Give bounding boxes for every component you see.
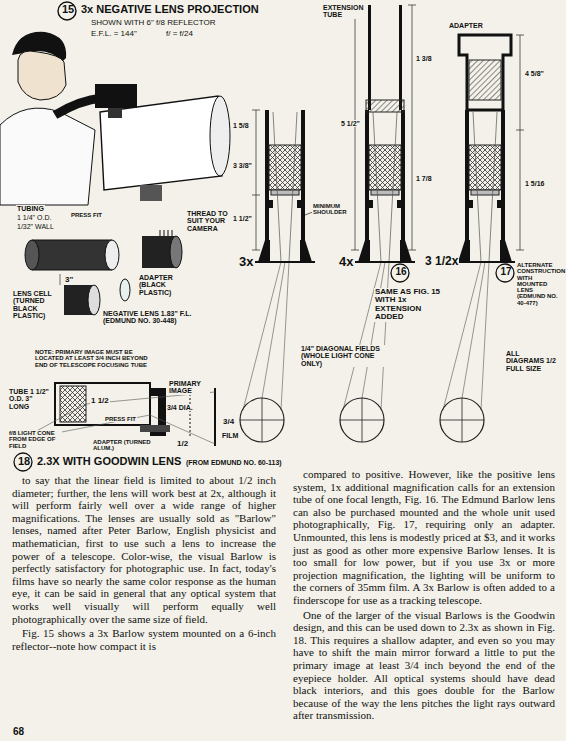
illustration (440, 110, 515, 442)
note: 1/4" DIAGONAL FIELDS (WHOLE LIGHT CONE O… (300, 345, 390, 367)
exploded-parts (32, 240, 112, 270)
dimension: 1 7/8 (415, 175, 433, 182)
note: THREAD TO SUIT YOUR CAMERA (186, 210, 230, 232)
dimension: 3/4 (222, 418, 235, 426)
figure-label: SHOWN WITH 6" f/8 REFLECTOR (90, 19, 216, 27)
body-text: compared to positive. However, like the … (293, 468, 555, 607)
dimension: 1 5/8 (232, 122, 250, 129)
text-column: to say that the linear field is limited … (12, 474, 276, 654)
magnification: 3x (238, 255, 254, 269)
telescope-tube (140, 185, 162, 201)
part-name: EXTENSION TUBE (322, 4, 364, 19)
exploded-parts (60, 274, 61, 285)
magnification: 4x (338, 255, 354, 269)
telescope-tube (95, 84, 230, 201)
callout-number: 17 (496, 267, 516, 278)
callout-number: 18 (14, 456, 34, 468)
illustration (340, 110, 415, 442)
part-name: LENS CELL (TURNED BLACK PLASTIC) (12, 290, 62, 319)
note: MINIMUM SHOULDER (312, 203, 352, 216)
dimension-lines (351, 5, 359, 250)
note: ALL DIAGRAMS 1/2 FULL SIZE (505, 350, 559, 372)
adapter (459, 35, 511, 110)
dimension: 4 5/8" (524, 70, 545, 77)
dimension: 1/2 (176, 440, 189, 448)
telescope-tube (95, 84, 137, 108)
text-column: compared to positive. However, like the … (293, 468, 555, 724)
part-name: ADAPTER (BLACK PLASTIC) (138, 274, 195, 296)
adapter (469, 60, 501, 100)
figure-title: 3x NEGATIVE LENS PROJECTION (80, 4, 260, 16)
body-text: Fig. 15 shows a 3x Barlow system mounted… (12, 627, 276, 652)
dimension-lines (516, 35, 524, 250)
adapter (459, 35, 511, 110)
figure-caption: ALTERNATE CONSTRUCTION WITH MOUNTED LENS… (516, 262, 562, 306)
note: PRESS FIT (104, 416, 137, 422)
goodwin-section (214, 388, 216, 446)
dimension: 5 1/2" (340, 120, 361, 127)
dimension: 3/4 DIA. (166, 404, 194, 411)
figure-caption: SAME AS FIG. 15 WITH 1x EXTENSION ADDED (374, 288, 448, 322)
extension-tube (366, 100, 404, 112)
illustration (240, 110, 315, 442)
dimension: 1 1/2 (90, 397, 110, 405)
extension-tube (368, 5, 371, 110)
goodwin-section (55, 383, 150, 425)
exploded-parts (170, 236, 182, 268)
observer-figure (0, 32, 102, 205)
figure-label: f/ = f/24 (165, 30, 194, 38)
dimension-lines (252, 5, 524, 250)
dimension-lines (252, 110, 260, 250)
extension-tube (366, 5, 404, 112)
exploded-parts (105, 240, 119, 270)
dimension: 1 1/4" O.D. (16, 214, 52, 221)
exploded-parts (88, 285, 100, 315)
part-name: TUBE 1 1/2" O.D. 3" LONG (8, 388, 54, 410)
callout-number: 16 (391, 267, 411, 278)
dimension: 1/32" WALL (16, 223, 55, 230)
body-text: One of the larger of the visual Barlows … (293, 609, 555, 722)
part-name: FILM (221, 432, 239, 439)
part-name: ADAPTER (448, 22, 484, 29)
goodwin-section (140, 425, 170, 432)
body-text: to say that the linear field is limited … (12, 474, 276, 625)
page-number: 68 (12, 727, 25, 738)
telescope-tube (100, 96, 222, 190)
telescope-tube (108, 108, 122, 118)
goodwin-section (190, 390, 191, 436)
dimension: 3 3/8" (232, 162, 253, 169)
note: PRESS FIT (70, 212, 103, 218)
observer-figure (0, 108, 95, 205)
part-name: PRIMARY IMAGE (168, 380, 210, 395)
observer-figure (55, 98, 102, 115)
dimension-lines (408, 5, 416, 250)
goodwin-section (60, 386, 86, 422)
telescope-tube (210, 96, 230, 176)
note: f/8 LIGHT CONE FROM EDGE OF FIELD (8, 430, 62, 449)
dimension: 3" (64, 276, 74, 284)
exploded-parts (25, 240, 39, 270)
part-name: ADAPTER (TURNED ALUM.) (92, 439, 156, 452)
dimension: 1 5/16 (524, 180, 545, 187)
observer-figure (18, 51, 66, 100)
figure-label: (FROM EDMUND NO. 60-113) (185, 459, 283, 466)
part-name: TUBING (16, 205, 45, 212)
part-name: NEGATIVE LENS 1.83" F.L. (EDMUND NO. 30-… (102, 310, 214, 325)
figure-label: E.F.L. = 144" (90, 30, 138, 38)
dimension: 1 3/8 (415, 55, 433, 62)
callout-number: 15 (58, 4, 78, 16)
exploded-parts (120, 279, 130, 301)
magnification: 3 1/2x (424, 255, 459, 268)
extension-tube (399, 5, 402, 110)
figure-title: 2.3X WITH GOODWIN LENS (36, 456, 182, 468)
dimension: 1 1/2" (232, 215, 253, 222)
note: NOTE: PRIMARY IMAGE MUST BE LOCATED AT L… (34, 349, 156, 368)
exploded-parts (160, 230, 172, 236)
